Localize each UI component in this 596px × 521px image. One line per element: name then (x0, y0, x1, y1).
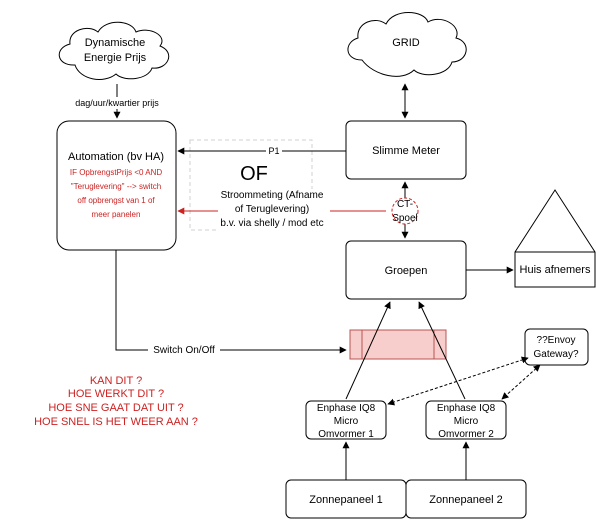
question-1: KAN DIT ? (90, 375, 142, 387)
smart-meter-label: Slimme Meter (372, 145, 440, 157)
or-label: OF (240, 163, 268, 185)
groups-label: Groepen (385, 265, 428, 277)
measurement-line1: Stroommeting (Afname (221, 190, 324, 201)
measurement-line3: b.v. via shelly / mod etc (220, 218, 323, 229)
question-2: HOE WERKT DIT ? (68, 388, 164, 400)
ct-coil-marker (391, 197, 419, 225)
envoy-inverter2-link (501, 364, 541, 400)
automation-title: Automation (bv HA) (68, 151, 164, 163)
house-shape (514, 189, 596, 288)
inverter1-groups-arrow (345, 301, 391, 400)
house-label: Huis afnemers (520, 264, 591, 276)
inverter1-box (305, 400, 387, 440)
solar-panel2-box (405, 479, 527, 519)
question-4: HOE SNEL IS HET WEER AAN ? (34, 416, 198, 428)
inverter2-line1: Enphase IQ8 (437, 403, 496, 414)
inverter1-line1: Enphase IQ8 (317, 403, 376, 414)
solar-panel2-label: Zonnepaneel 2 (429, 494, 502, 506)
envoy-line1: ??Envoy (537, 335, 576, 346)
envoy-line2: Gateway? (533, 349, 578, 360)
automation-rule-line1: IF OpbrengstPrijs <0 AND (70, 168, 162, 177)
switch-label: Switch On/Off (153, 345, 215, 356)
energy-price-cloud (58, 21, 170, 80)
switch-element (349, 329, 447, 360)
price-interval-label: dag/uur/kwartier prijs (75, 98, 159, 108)
inverter2-line2: Micro (454, 416, 479, 427)
inverter1-line3: Omvormer 1 (318, 429, 374, 440)
measurement-line2: of Teruglevering) (235, 204, 309, 215)
automation-rule-line2: "Teruglevering" --> switch (71, 182, 161, 191)
automation-rule-line3: off opbrengst van 1 of (77, 196, 155, 205)
inverter1-line2: Micro (334, 416, 359, 427)
switch-line (115, 250, 347, 354)
inverter2-box (425, 400, 507, 440)
envoy-gateway-box (524, 328, 589, 366)
energy-price-cloud-line2: Energie Prijs (84, 52, 147, 64)
inverter2-line3: Omvormer 2 (438, 429, 494, 440)
ct-coil-line1: CT- (397, 199, 413, 210)
grid-label: GRID (392, 37, 420, 49)
p1-label: P1 (268, 146, 279, 156)
automation-rule-line4: meer panelen (92, 210, 141, 219)
smart-meter-box (345, 120, 467, 180)
energy-price-cloud-line1: Dynamische (85, 37, 146, 49)
grid-cloud (347, 12, 467, 77)
question-3: HOE SNE GAAT DAT UIT ? (48, 402, 183, 414)
ct-coil-line2: Spoel (392, 213, 418, 224)
solar-panel1-label: Zonnepaneel 1 (309, 494, 382, 506)
envoy-inverter1-link (387, 356, 529, 406)
